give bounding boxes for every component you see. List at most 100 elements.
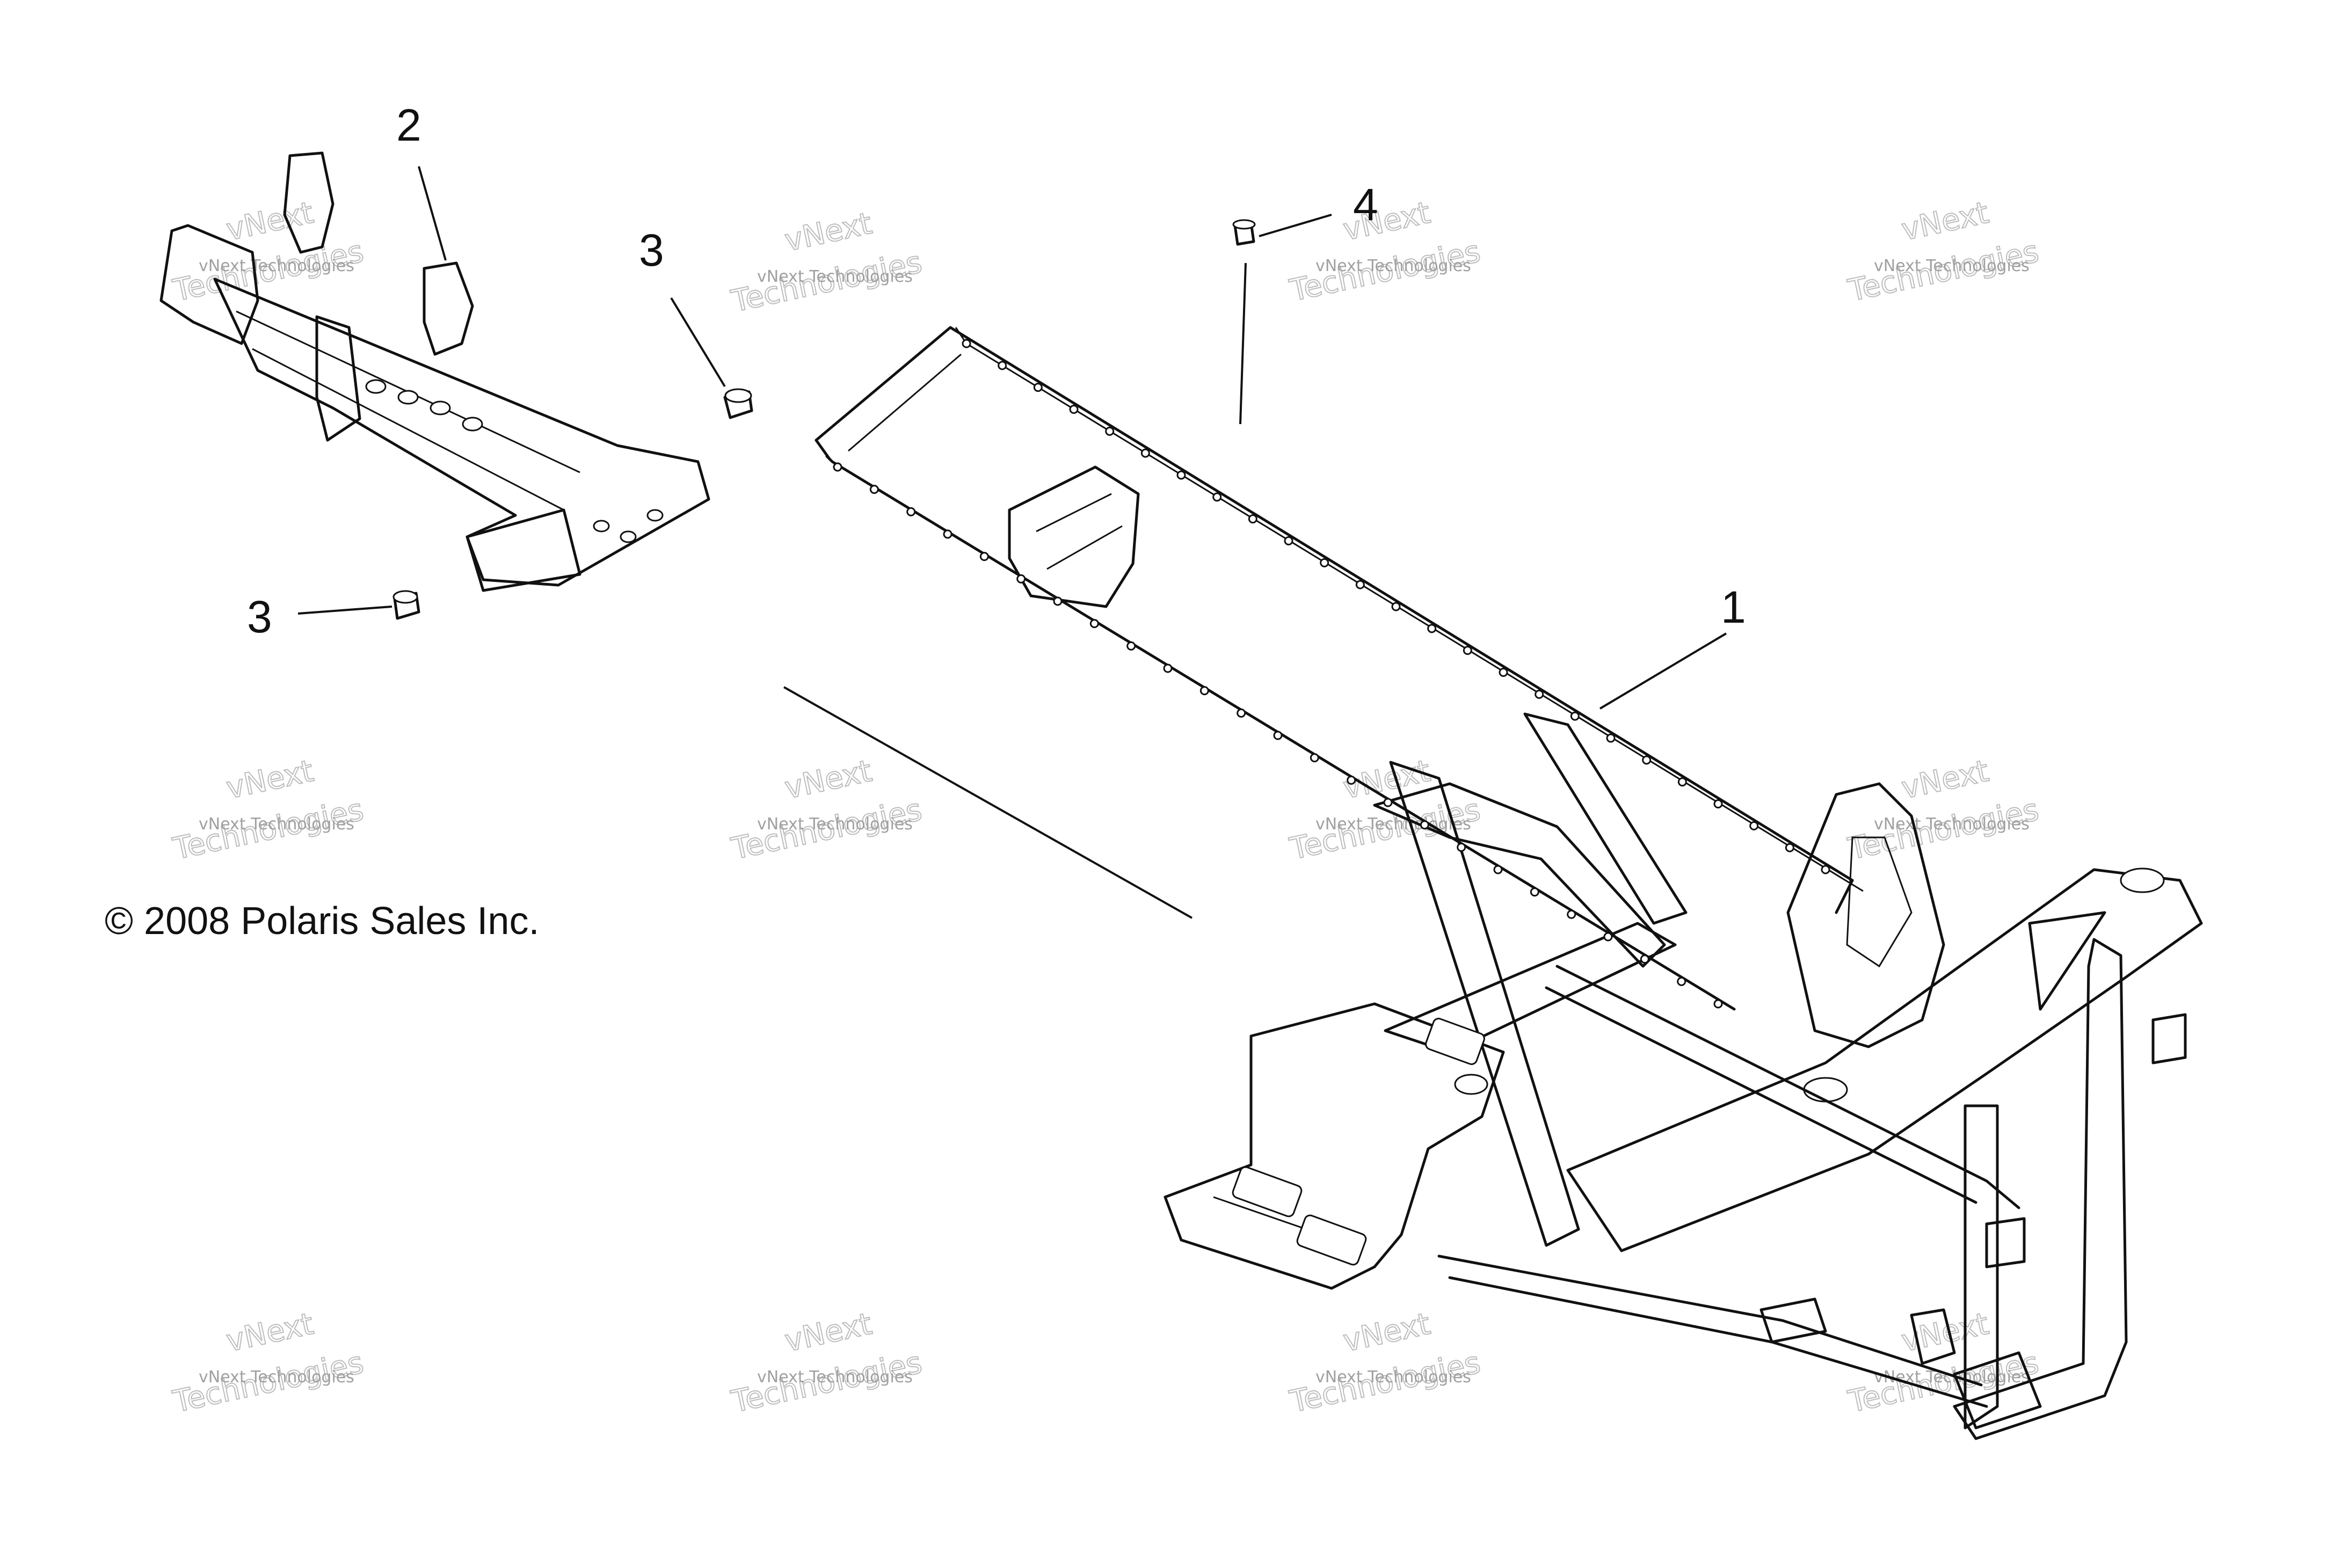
watermark-small: vNext Technologies bbox=[1874, 1368, 2030, 1387]
leader-line-3a bbox=[670, 297, 726, 388]
rail-hole bbox=[1163, 663, 1173, 673]
rail-hole bbox=[1016, 574, 1026, 584]
callout-1: 1 bbox=[1721, 582, 1746, 632]
watermark-small: vNext Technologies bbox=[1315, 257, 1471, 275]
watermark-big-1: vNext bbox=[1899, 754, 1992, 806]
plug-part-4 bbox=[1232, 219, 1256, 425]
watermark-big-1: vNext bbox=[1899, 195, 1992, 248]
watermark-small: vNext Technologies bbox=[757, 267, 913, 286]
rail-hole bbox=[1677, 777, 1687, 787]
phantom-line bbox=[783, 686, 1193, 919]
watermark-big-1: vNext bbox=[782, 206, 875, 259]
rail-hole bbox=[1570, 711, 1580, 721]
rail-hole bbox=[1603, 932, 1613, 942]
rail-hole bbox=[1176, 470, 1186, 480]
rail-hole bbox=[906, 507, 916, 516]
rail-hole bbox=[1713, 799, 1723, 808]
leader-line-2 bbox=[418, 166, 447, 261]
rail-hole bbox=[1640, 954, 1649, 964]
leader-line-4 bbox=[1259, 214, 1332, 237]
callout-4: 4 bbox=[1353, 179, 1378, 230]
rail-hole bbox=[1567, 909, 1576, 919]
rail-hole bbox=[1273, 731, 1283, 740]
rail-hole bbox=[1499, 668, 1508, 677]
watermark-small: vNext Technologies bbox=[757, 815, 913, 834]
callout-2: 2 bbox=[396, 100, 421, 150]
rail-hole bbox=[1606, 733, 1616, 743]
rail-hole bbox=[1126, 641, 1136, 651]
leader-line-3b bbox=[297, 606, 392, 615]
rail-hole bbox=[1320, 558, 1329, 567]
watermark-big-1: vNext bbox=[223, 195, 317, 248]
rail-hole bbox=[979, 552, 989, 561]
leader-line-1 bbox=[1599, 632, 1727, 710]
rail-hole bbox=[1248, 514, 1257, 524]
rail-hole bbox=[1199, 686, 1209, 696]
rail-hole bbox=[998, 361, 1007, 370]
callout-3-lower: 3 bbox=[247, 592, 272, 642]
rail-hole bbox=[1713, 999, 1723, 1009]
watermark-small: vNext Technologies bbox=[1315, 1368, 1471, 1387]
rail-hole bbox=[1089, 619, 1099, 629]
rail-hole bbox=[1785, 843, 1794, 852]
rail-hole bbox=[1391, 602, 1401, 611]
rail-hole bbox=[1105, 426, 1115, 436]
bolt-part-3-lower bbox=[392, 590, 420, 620]
rail-hole bbox=[1053, 596, 1063, 606]
watermark-small: vNext Technologies bbox=[199, 1368, 354, 1387]
rail-hole bbox=[1383, 798, 1393, 807]
watermark-small: vNext Technologies bbox=[1874, 257, 2030, 275]
watermark-big-1: vNext bbox=[782, 1307, 875, 1359]
watermark-small: vNext Technologies bbox=[757, 1368, 913, 1387]
rail-hole bbox=[1493, 865, 1503, 874]
rail-hole bbox=[1457, 842, 1466, 852]
rail-hole bbox=[1347, 775, 1356, 785]
rail-hole bbox=[1821, 865, 1830, 874]
rail-hole bbox=[962, 339, 971, 348]
watermark-small: vNext Technologies bbox=[199, 815, 354, 834]
rail-hole bbox=[1033, 383, 1043, 392]
rail-hole bbox=[943, 529, 952, 539]
rail-hole bbox=[1530, 887, 1539, 897]
bolt-part-3-upper bbox=[723, 388, 753, 419]
rail-hole bbox=[1310, 753, 1319, 763]
rail-hole bbox=[833, 462, 842, 472]
main-frame-part-1 bbox=[815, 326, 2203, 1440]
front-subframe-part-2 bbox=[159, 151, 710, 592]
rail-hole bbox=[1677, 976, 1686, 986]
rail-hole bbox=[1420, 820, 1429, 830]
rail-hole bbox=[1140, 448, 1150, 458]
watermark-small: vNext Technologies bbox=[1315, 815, 1471, 834]
rail-hole bbox=[1237, 708, 1246, 718]
rail-hole bbox=[1284, 536, 1293, 545]
rail-hole bbox=[1535, 689, 1544, 699]
watermark-big-1: vNext bbox=[223, 1307, 317, 1359]
rail-hole bbox=[1427, 624, 1437, 633]
rail-hole bbox=[1355, 580, 1365, 589]
watermark-big-1: vNext bbox=[1340, 1307, 1434, 1359]
copyright-text: © 2008 Polaris Sales Inc. bbox=[105, 900, 539, 943]
rail-hole bbox=[1463, 646, 1472, 655]
rail-hole bbox=[1212, 492, 1222, 502]
rail-hole bbox=[1642, 755, 1652, 765]
rail-hole bbox=[1749, 821, 1759, 830]
rail-hole bbox=[869, 485, 879, 494]
watermark-big-1: vNext bbox=[782, 754, 875, 806]
watermark-big-1: vNext bbox=[223, 754, 317, 806]
rail-hole bbox=[1069, 405, 1079, 414]
watermark-small: vNext Technologies bbox=[199, 257, 354, 275]
callout-3-upper: 3 bbox=[639, 225, 664, 275]
